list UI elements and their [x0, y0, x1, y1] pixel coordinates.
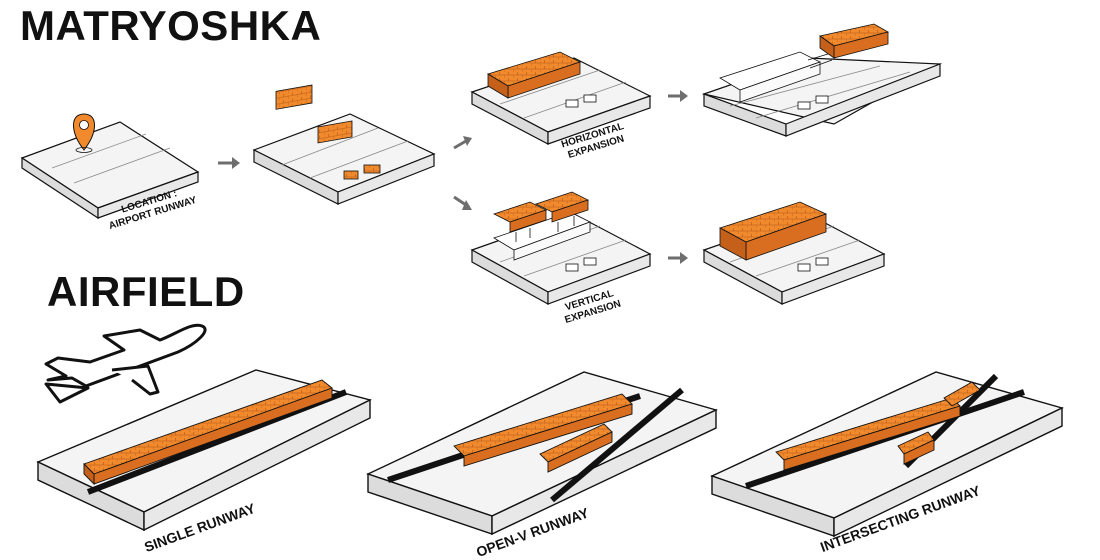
slab-intersecting-runway	[710, 371, 1064, 538]
slab-clusters	[252, 84, 436, 205]
title-airfield: AIRFIELD	[47, 268, 245, 315]
slab-horizontal-2	[701, 23, 943, 137]
slab-location	[20, 121, 200, 220]
airplane-icon	[44, 323, 207, 404]
arrow-icon	[668, 90, 688, 102]
slab-single-runway	[36, 369, 372, 532]
slab-vertical-1	[470, 191, 652, 306]
location-pin-icon	[73, 113, 95, 153]
arrow-icon	[453, 136, 472, 150]
arrow-icon	[453, 195, 472, 210]
arrow-icon	[668, 252, 688, 264]
slab-vertical-2	[702, 201, 886, 306]
slab-horizontal-1	[470, 51, 652, 145]
title-matryoshka: MATRYOSHKA	[20, 2, 322, 49]
slab-openv-runway	[366, 371, 718, 536]
arrow-icon	[218, 157, 240, 169]
